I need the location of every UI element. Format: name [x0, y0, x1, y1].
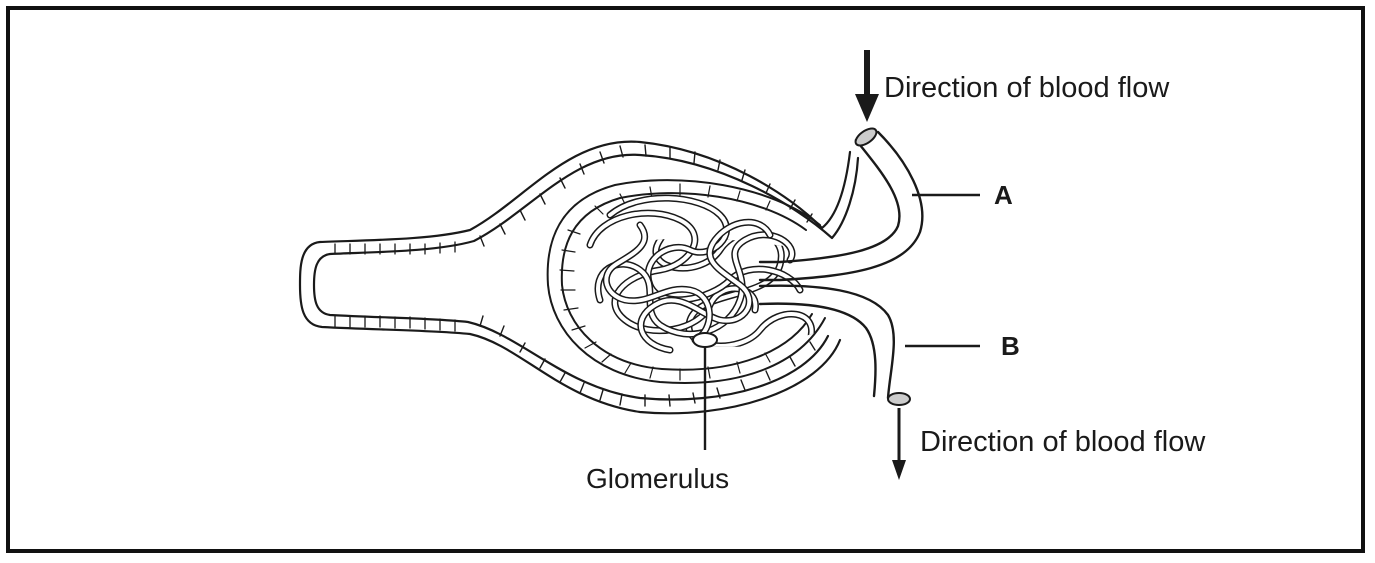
arrow-down-icon	[892, 408, 906, 480]
flow-in-label: Direction of blood flow	[884, 74, 1169, 103]
vessel-b-label: B	[1001, 333, 1020, 359]
glomerulus-label: Glomerulus	[586, 465, 729, 493]
vessel-a-label: A	[994, 182, 1013, 208]
glomerulus-capillaries	[590, 198, 800, 350]
capsule-inner-layer	[548, 180, 825, 383]
flow-out-label: Direction of blood flow	[920, 428, 1205, 457]
arrow-down-icon	[855, 50, 879, 122]
